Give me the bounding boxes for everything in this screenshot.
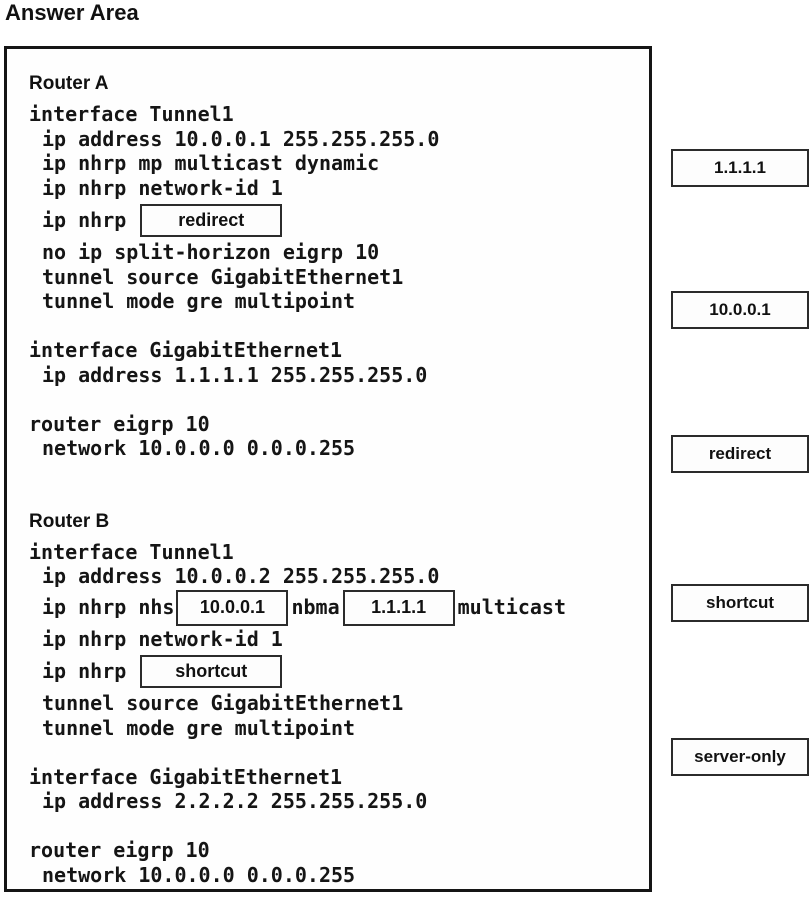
- config-line: tunnel source GigabitEthernet1: [42, 264, 404, 289]
- config-line: ip nhrp mp multicast dynamic: [42, 151, 380, 175]
- config-line-suffix: multicast: [457, 595, 566, 620]
- config-line: tunnel mode gre multipoint: [42, 289, 356, 313]
- config-line-prefix: ip nhrp: [42, 658, 127, 683]
- router-a-heading: Router A: [29, 73, 109, 94]
- dropzone-router-a-nhrp-mode[interactable]: redirect: [140, 203, 283, 237]
- config-line: interface Tunnel1: [29, 102, 234, 126]
- config-line: ip address 1.1.1.1 255.255.255.0: [42, 362, 428, 387]
- config-line: ip nhrp network-id 1: [42, 175, 283, 200]
- token-shortcut[interactable]: shortcut: [671, 584, 809, 622]
- config-line: router eigrp 10: [29, 411, 210, 436]
- config-line: interface GigabitEthernet1: [29, 764, 343, 789]
- token-10-0-0-1[interactable]: 10.0.0.1: [671, 291, 809, 329]
- answer-area-box: Router A interface Tunnel1 ip address 10…: [4, 46, 652, 892]
- config-line-with-dropzone: ip nhrp shortcut: [29, 651, 641, 691]
- page-title: Answer Area: [5, 0, 139, 25]
- config-line-mid: nbma: [291, 595, 340, 620]
- blank-line: [29, 387, 641, 412]
- config-line: ip nhrp network-id 1: [42, 626, 283, 651]
- config-line: router eigrp 10: [29, 838, 210, 862]
- config-line: ip address 10.0.0.2 255.255.255.0: [42, 564, 440, 588]
- blank-line: [29, 740, 641, 765]
- config-line: ip address 10.0.0.1 255.255.255.0: [42, 126, 440, 151]
- dropzone-nbma-address[interactable]: 1.1.1.1: [342, 589, 455, 626]
- config-line-with-dropzone: ip nhrp redirect: [29, 200, 641, 240]
- dropzone-router-b-nhrp-mode[interactable]: shortcut: [140, 654, 283, 688]
- config-line-prefix: ip nhrp nhs: [42, 595, 175, 620]
- dropzone-nhs-address[interactable]: 10.0.0.1: [176, 589, 289, 626]
- config-line: tunnel mode gre multipoint: [42, 715, 356, 740]
- config-line: network 10.0.0.0 0.0.0.255: [42, 862, 356, 887]
- token-redirect[interactable]: redirect: [671, 435, 809, 473]
- token-1-1-1-1[interactable]: 1.1.1.1: [671, 149, 809, 187]
- config-line: interface Tunnel1: [29, 539, 234, 564]
- blank-line: [29, 814, 641, 839]
- config-line-with-dropzone: ip nhrp nhs 10.0.0.1 nbma 1.1.1.1 multic…: [29, 589, 641, 627]
- config-line: network 10.0.0.0 0.0.0.255: [42, 436, 356, 460]
- router-b-heading: Router B: [29, 510, 110, 532]
- config-line: ip address 2.2.2.2 255.255.255.0: [42, 789, 428, 813]
- blank-line: [29, 314, 641, 339]
- config-line-prefix: ip nhrp: [42, 207, 127, 232]
- token-server-only[interactable]: server-only: [671, 738, 809, 776]
- config-line: tunnel source GigabitEthernet1: [42, 691, 404, 715]
- config-line: interface GigabitEthernet1: [29, 338, 343, 362]
- config-line: no ip split-horizon eigrp 10: [42, 240, 380, 264]
